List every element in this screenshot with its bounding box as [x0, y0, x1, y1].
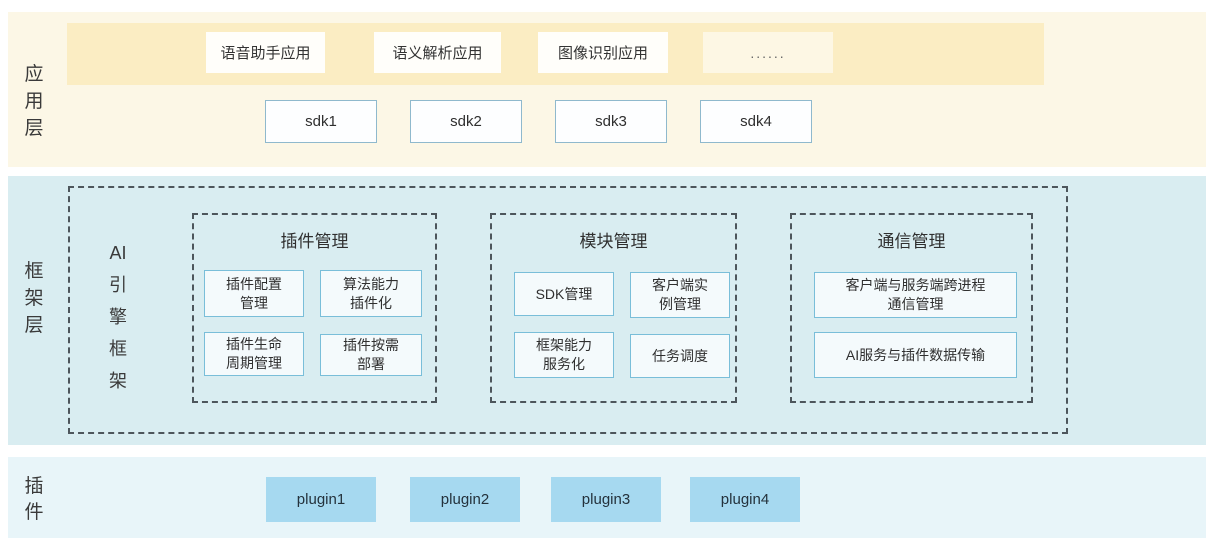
app-box: 图像识别应用	[538, 32, 668, 73]
group-title: 插件管理	[280, 232, 349, 251]
plugin-box: plugin3	[551, 477, 661, 522]
group-item: SDK管理	[514, 272, 614, 316]
group-item: 算法能力 插件化	[320, 270, 422, 317]
ai-engine-frame-label: AI 引 擎 框 架	[109, 243, 127, 391]
group-item: 插件按需 部署	[320, 334, 422, 376]
group-item: AI服务与插件数据传输	[814, 332, 1017, 378]
sdk-box: sdk2	[410, 100, 522, 143]
app-box: 语义解析应用	[374, 32, 501, 73]
group-communication-management: 通信管理 客户端与服务端跨进程 通信管理 AI服务与插件数据传输	[790, 213, 1033, 403]
group-title: 模块管理	[579, 232, 648, 251]
group-item: 插件生命 周期管理	[204, 332, 304, 376]
sdk-box: sdk3	[555, 100, 667, 143]
framework-layer-label: 框 架 层	[24, 261, 44, 336]
group-module-management: 模块管理 SDK管理 客户端实 例管理 框架能力 服务化 任务调度	[490, 213, 737, 403]
group-plugin-management: 插件管理 插件配置 管理 算法能力 插件化 插件生命 周期管理 插件按需 部署	[192, 213, 437, 403]
ai-engine-frame-border	[68, 186, 1068, 434]
group-item: 任务调度	[630, 334, 730, 378]
application-layer-label: 应 用 层	[24, 64, 44, 139]
plugin-box: plugin1	[266, 477, 376, 522]
group-item: 插件配置 管理	[204, 270, 304, 317]
group-item: 客户端实 例管理	[630, 272, 730, 318]
group-item: 客户端与服务端跨进程 通信管理	[814, 272, 1017, 318]
group-title: 通信管理	[877, 232, 946, 251]
group-item: 框架能力 服务化	[514, 332, 614, 378]
sdk-box: sdk4	[700, 100, 812, 143]
app-box-ellipsis: ......	[703, 32, 833, 73]
plugin-box: plugin2	[410, 477, 520, 522]
plugin-box: plugin4	[690, 477, 800, 522]
plugin-layer-label: 插 件	[24, 476, 44, 523]
sdk-box: sdk1	[265, 100, 377, 143]
app-box: 语音助手应用	[206, 32, 325, 73]
